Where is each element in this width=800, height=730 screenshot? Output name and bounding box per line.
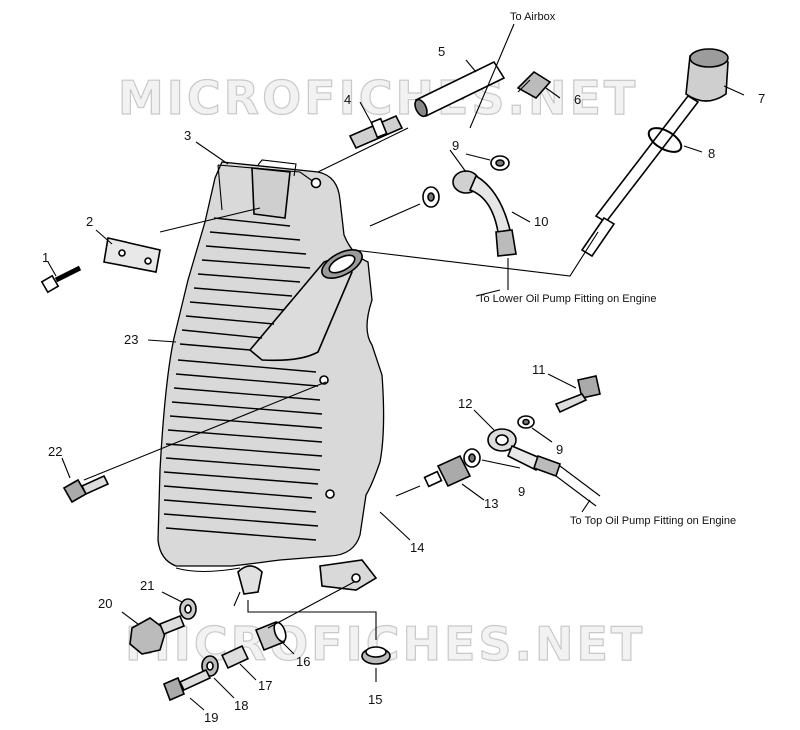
callout-13: 13 <box>484 496 498 511</box>
part-15-grommet <box>361 646 391 665</box>
part-22-bolt <box>62 474 110 504</box>
callout-2: 2 <box>86 214 93 229</box>
part-8-o-ring <box>647 127 683 153</box>
note-to-airbox: To Airbox <box>510 11 556 23</box>
callout-11: 11 <box>532 362 546 377</box>
leader-lines <box>47 23 745 711</box>
callout-9c: 9 <box>518 484 525 499</box>
callout-8: 8 <box>708 146 715 161</box>
part-12-banjo <box>487 428 601 507</box>
part-13-fitting <box>423 454 472 488</box>
part-1-bolt <box>40 265 82 294</box>
callout-9a: 9 <box>452 138 459 153</box>
callout-15: 15 <box>368 692 382 707</box>
callout-22: 22 <box>48 444 62 459</box>
note-lower-oil-pump: To Lower Oil Pump Fitting on Engine <box>478 293 657 305</box>
part-4-fitting <box>348 114 404 150</box>
callout-5: 5 <box>438 44 445 59</box>
callout-7: 7 <box>758 91 765 106</box>
callout-1: 1 <box>42 250 49 265</box>
part-7-dipstick-cap <box>580 48 729 258</box>
callout-4: 4 <box>344 92 351 107</box>
part-17-spacer <box>221 644 249 670</box>
callout-9b: 9 <box>556 442 563 457</box>
part-16-grommet <box>254 620 287 652</box>
callout-3: 3 <box>184 128 191 143</box>
callout-14: 14 <box>410 540 424 555</box>
note-top-oil-pump: To Top Oil Pump Fitting on Engine <box>570 515 736 527</box>
callout-10: 10 <box>534 214 548 229</box>
callout-20: 20 <box>98 596 112 611</box>
callout-6: 6 <box>574 92 581 107</box>
callout-17: 17 <box>258 678 272 693</box>
part-11-bolt <box>554 375 601 414</box>
part-21-washer <box>179 598 197 620</box>
callout-18: 18 <box>234 698 248 713</box>
part-5-hose <box>414 60 506 118</box>
tank-fins <box>163 217 323 541</box>
oil-tank <box>157 159 385 595</box>
part-19-bolt <box>162 668 212 702</box>
part-20-drain-plug <box>129 614 186 655</box>
callout-16: 16 <box>296 654 310 669</box>
part-2-bracket <box>103 237 161 273</box>
callout-12: 12 <box>458 396 472 411</box>
part-10-banjo-fitting <box>452 170 517 257</box>
part-9-washers <box>422 155 535 468</box>
callout-labels: 1 2 3 4 5 6 7 8 9 9 9 10 11 12 13 14 15 … <box>42 44 765 725</box>
callout-19: 19 <box>204 710 218 725</box>
callout-23: 23 <box>124 332 138 347</box>
watermark-top: MICROFICHES.NET <box>118 71 638 125</box>
part-6-fitting <box>516 70 552 100</box>
callout-21: 21 <box>140 578 154 593</box>
